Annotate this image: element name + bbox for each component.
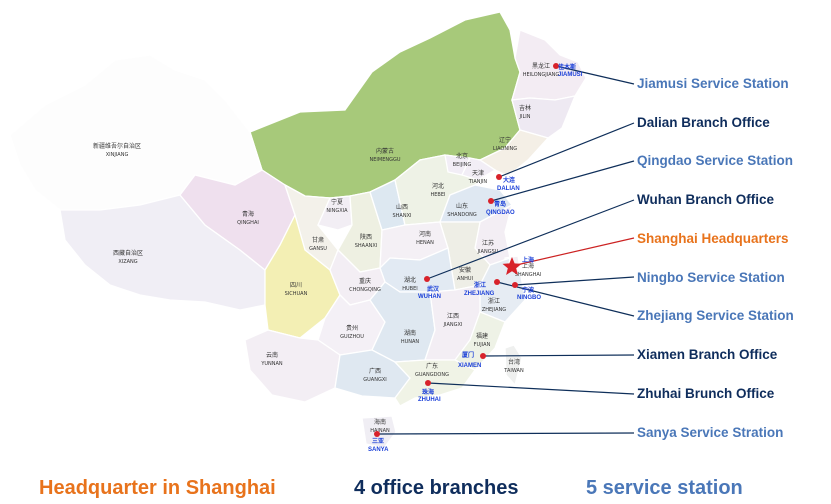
footer-headquarter: Headquarter in Shanghai xyxy=(39,477,276,499)
leader-xiamen xyxy=(482,354,635,357)
city-dot-qingdao xyxy=(488,198,494,204)
legend-jiamusi: Jiamusi Service Station xyxy=(637,76,789,91)
leader-shanghai xyxy=(511,237,635,267)
city-dot-xiamen xyxy=(480,353,486,359)
city-dot-dalian xyxy=(496,174,502,180)
footer-station-count: 5 service station xyxy=(586,477,743,499)
leader-jiamusi xyxy=(555,65,635,85)
leader-dalian xyxy=(498,122,635,178)
province-tianjin xyxy=(461,157,497,181)
city-dot-sanya xyxy=(374,431,380,437)
leader-zhuhai xyxy=(427,382,635,395)
province-taiwan xyxy=(504,344,523,387)
province-xizang xyxy=(59,194,266,311)
city-dot-zhejiang xyxy=(494,279,500,285)
legend-sanya: Sanya Service Stration xyxy=(637,425,784,440)
province-ningxia xyxy=(317,195,353,231)
legend-zhejiang: Zhejiang Service Station xyxy=(637,308,794,323)
legend-wuhan: Wuhan Branch Office xyxy=(637,192,775,207)
city-dot-ningbo xyxy=(512,282,518,288)
legend-zhuhai: Zhuhai Brunch Office xyxy=(637,386,775,401)
city-label-shanghai: 上海 xyxy=(522,256,534,264)
legend-qingdao: Qingdao Service Station xyxy=(637,153,794,168)
leader-ningbo xyxy=(514,276,635,286)
footer-office-count: 4 office branches xyxy=(354,477,519,499)
province-yunnan xyxy=(244,329,341,403)
legend-dalian: Dalian Branch Office xyxy=(637,115,770,130)
province-liaoning xyxy=(478,129,550,177)
leader-wuhan xyxy=(426,199,635,280)
legend-xiamen: Xiamen Branch Office xyxy=(637,347,778,362)
leader-sanya xyxy=(376,432,635,435)
city-dot-zhuhai xyxy=(425,380,431,386)
city-dot-jiamusi xyxy=(553,63,559,69)
city-dot-wuhan xyxy=(424,276,430,282)
legend-ningbo: Ningbo Service Station xyxy=(637,270,785,285)
legend-shanghai: Shanghai Headquarters xyxy=(637,231,789,246)
leader-qingdao xyxy=(490,160,635,202)
hq-star-icon xyxy=(502,257,522,275)
leader-zhejiang xyxy=(496,281,635,317)
